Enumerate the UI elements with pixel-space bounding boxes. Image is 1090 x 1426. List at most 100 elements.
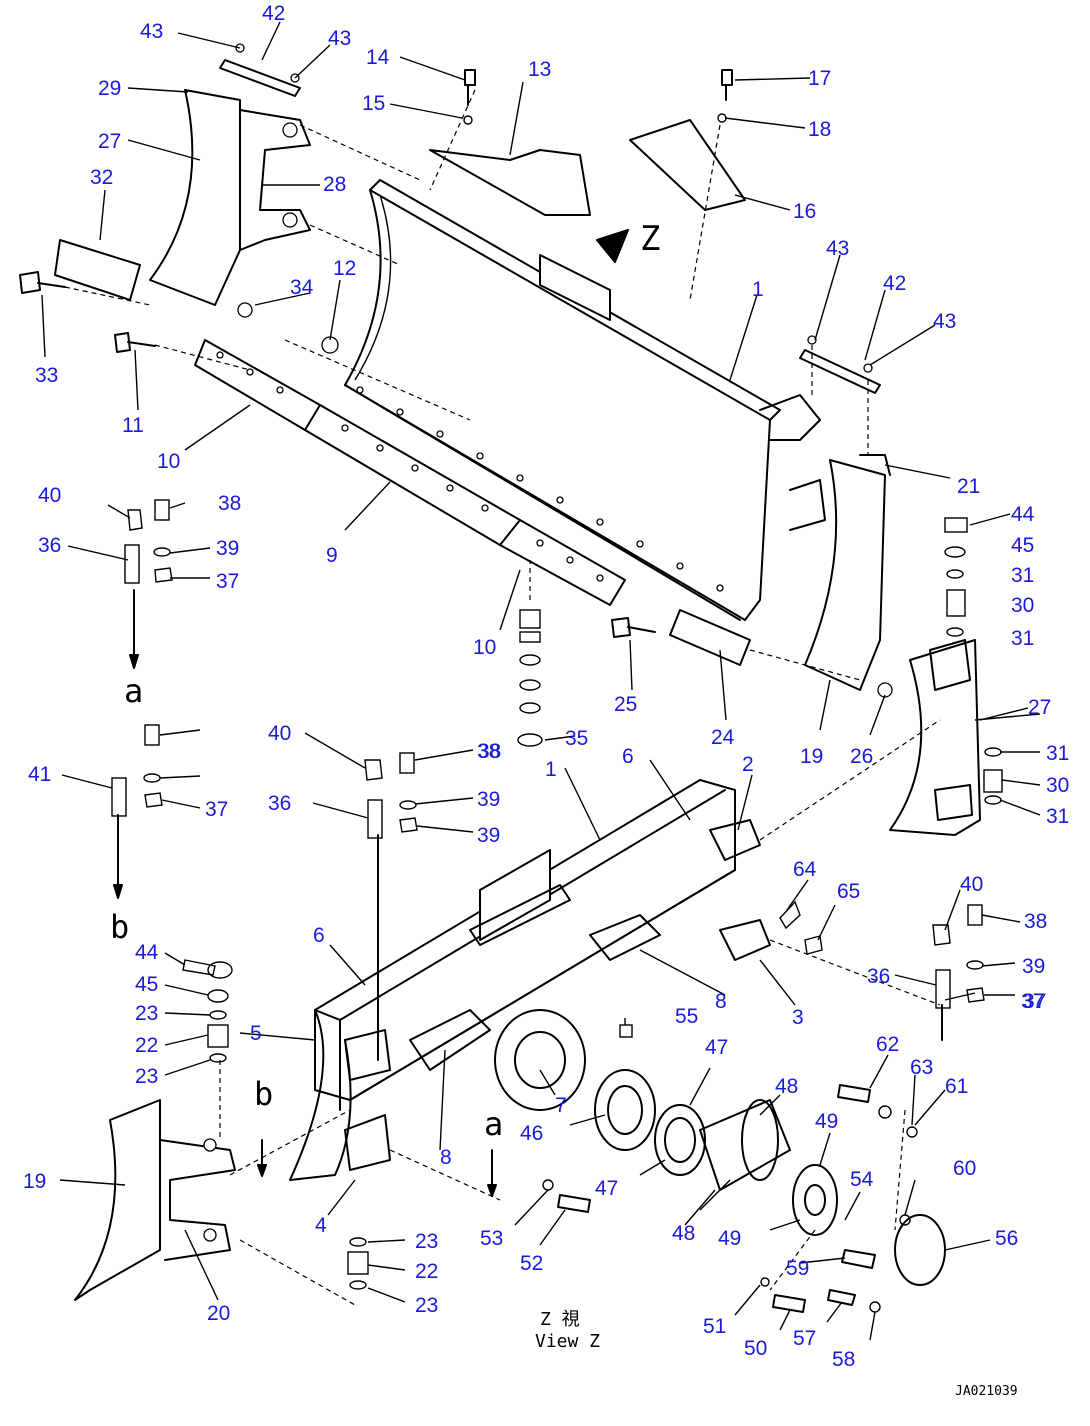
callout-number: 43 (826, 237, 849, 260)
callout-number: 60 (953, 1157, 976, 1180)
callout-number: 44 (1011, 503, 1035, 526)
upper-blade-drawing (54, 59, 981, 836)
callout-number: 22 (415, 1260, 438, 1283)
callout-number: 39 (477, 788, 500, 811)
callout-number: 51 (703, 1315, 726, 1338)
callout-number: 48 (672, 1222, 695, 1245)
upper-dashed-lines (64, 89, 869, 681)
callout-number: 65 (837, 880, 860, 903)
view-z-caption-1: Z 視 (540, 1309, 580, 1330)
callout-number: 38 (1024, 910, 1047, 933)
callout-number: 34 (290, 276, 314, 299)
callout-number: 36 (867, 965, 890, 988)
callout-number: 47 (595, 1177, 618, 1200)
letter-b-left: b (110, 908, 129, 946)
callout-number: 38 (477, 740, 500, 763)
callout-number: 31 (1046, 742, 1069, 765)
letter-a-top: a (124, 672, 143, 710)
callout-number: 23 (415, 1230, 438, 1253)
callout-number: 8 (715, 990, 727, 1013)
lower-dashed-lines (219, 719, 941, 1306)
callout-number: 22 (135, 1034, 158, 1057)
callout-number: 16 (793, 200, 816, 223)
callout-number: 23 (135, 1065, 158, 1088)
callout-number: 6 (622, 745, 634, 768)
callout-number: 37 (205, 798, 228, 821)
callout-number: 19 (800, 745, 823, 768)
callout-number: 49 (718, 1227, 741, 1250)
callout-number: 6 (313, 924, 325, 947)
callout-number: 49 (815, 1110, 838, 1133)
callout-number: 57 (793, 1327, 816, 1350)
callout-number: 63 (910, 1056, 933, 1079)
direction-arrows (113, 229, 943, 1197)
callout-number: 55 (675, 1005, 698, 1028)
callout-number: 39 (477, 824, 500, 847)
callout-number: 31 (1011, 627, 1034, 650)
letter-a-mid: a (484, 1105, 503, 1143)
callout-number: 64 (793, 858, 817, 881)
callout-number: 47 (705, 1036, 728, 1059)
lower-leader-lines (59, 502, 1041, 1341)
callout-number: 62 (876, 1033, 899, 1056)
callout-number: 54 (850, 1168, 874, 1191)
callout-number: 30 (1011, 594, 1034, 617)
callout-number: 37 (1023, 990, 1046, 1013)
callout-number: 35 (565, 727, 588, 750)
callout-number: 39 (216, 537, 239, 560)
callout-number: 12 (333, 257, 356, 280)
callout-number: 45 (1011, 534, 1034, 557)
callout-number: 40 (268, 722, 291, 745)
callout-number: 27 (98, 130, 121, 153)
callout-number: 42 (883, 272, 906, 295)
callout-number: 53 (480, 1227, 503, 1250)
callout-number: 36 (38, 534, 61, 557)
callout-number: 36 (268, 792, 291, 815)
callout-number: 14 (366, 46, 390, 69)
callout-number: 18 (808, 118, 831, 141)
callout-number: 43 (328, 27, 351, 50)
callout-number: 32 (90, 166, 113, 189)
callout-number: 5 (250, 1022, 262, 1045)
callout-number: 30 (1046, 774, 1069, 797)
callout-number: 10 (157, 450, 180, 473)
callout-number: 38 (218, 492, 241, 515)
callout-number: 39 (1022, 955, 1045, 978)
callout-number: 19 (23, 1170, 46, 1193)
callout-number: 45 (135, 973, 158, 996)
callout-number: 43 (140, 20, 163, 43)
callout-number: 1 (545, 758, 557, 781)
reference-letters: a b b a Z Z 視 View Z JA021039 (110, 219, 1018, 1399)
callout-number: 56 (995, 1227, 1018, 1250)
callout-number: 37 (1021, 990, 1044, 1013)
callout-number: 4 (315, 1214, 327, 1237)
callout-number: 25 (614, 693, 637, 716)
callout-number: 2 (742, 753, 754, 776)
callout-number: 43 (933, 310, 956, 333)
bearing-parts (542, 1024, 946, 1313)
callout-number: 23 (415, 1294, 438, 1317)
callout-number: 23 (135, 1002, 158, 1025)
callout-number: 31 (1011, 564, 1034, 587)
callout-number: 8 (440, 1146, 452, 1169)
upper-fasteners (19, 43, 1003, 805)
callout-number: 61 (945, 1075, 968, 1098)
callout-number: 40 (38, 484, 61, 507)
callout-number: 27 (1028, 696, 1051, 719)
callout-number: 20 (207, 1302, 230, 1325)
callout-number: 46 (520, 1122, 543, 1145)
callout-number: 31 (1046, 805, 1069, 828)
callout-number: 33 (35, 364, 58, 387)
callout-number: 28 (323, 173, 346, 196)
lower-frame-drawing (74, 779, 771, 1301)
view-z-arrow-label: Z (640, 219, 660, 259)
callout-number: 11 (122, 414, 144, 437)
callout-number: 58 (832, 1348, 855, 1371)
callout-number: 10 (473, 636, 496, 659)
upper-leader-lines (41, 21, 1029, 741)
view-z-caption-2: View Z (535, 1331, 600, 1352)
callout-number: 9 (326, 544, 338, 567)
